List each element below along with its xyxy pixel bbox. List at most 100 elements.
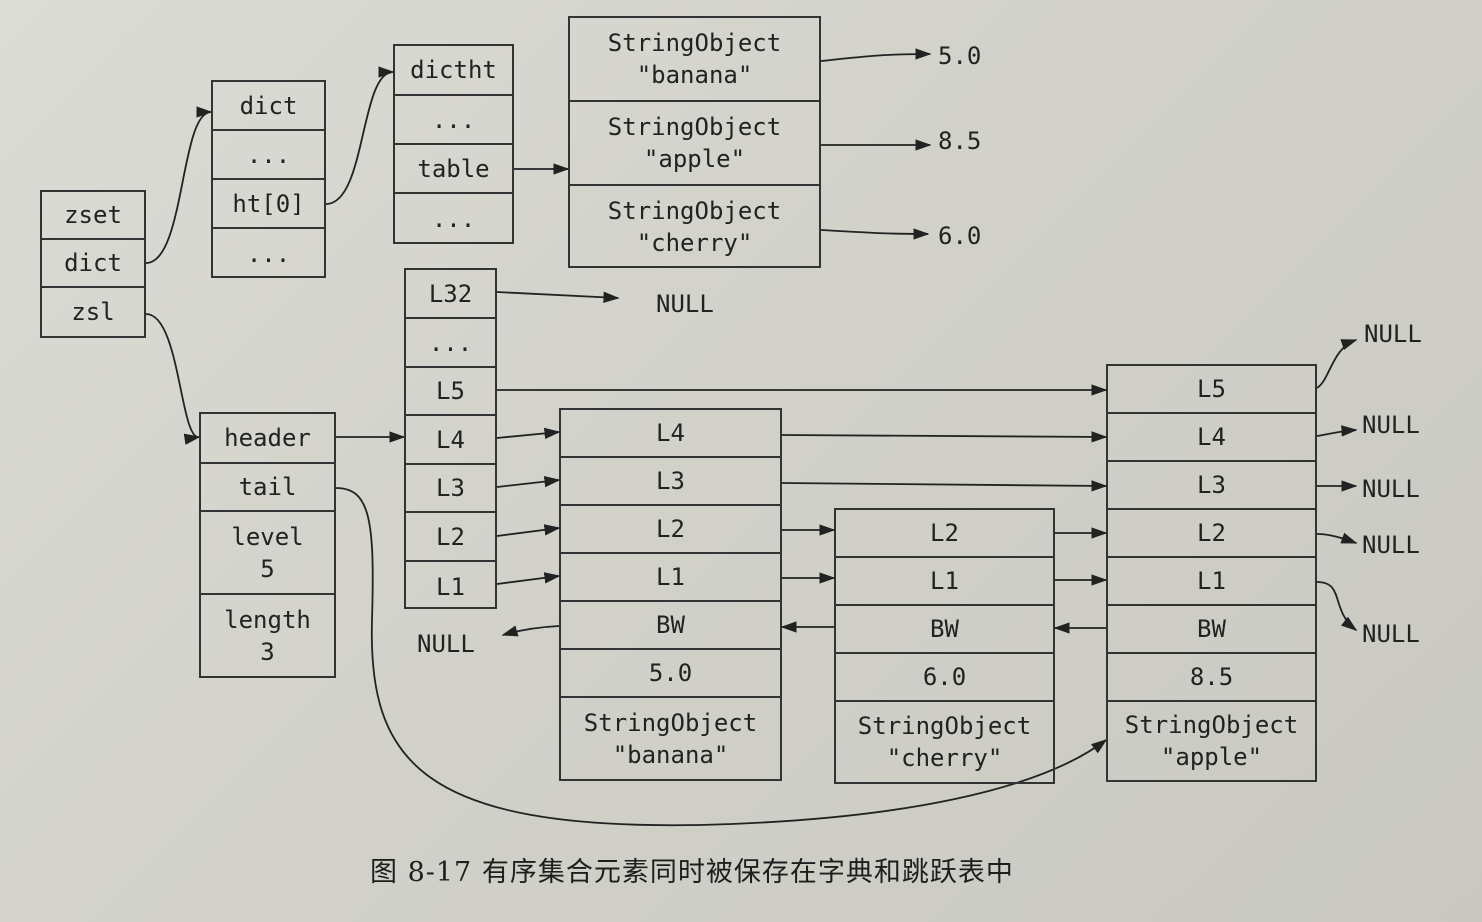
dict-ellipsis-top: ... — [213, 131, 324, 180]
node-level-L2: L2 — [1108, 510, 1315, 558]
arrow-apple-L2-null — [1316, 532, 1358, 544]
header-level-L32: L32 — [406, 270, 495, 319]
arrow-banana-value — [820, 48, 932, 62]
level-label: level — [231, 522, 304, 551]
arrow-apple-L1-null — [1316, 581, 1358, 631]
header-level-ellipsis: ... — [406, 319, 495, 368]
entry-apple: StringObject "apple" — [570, 102, 819, 186]
arrow-banana-bw-null — [501, 625, 560, 637]
header-node: L32 ... L5 L4 L3 L2 L1 — [404, 268, 497, 609]
node-level-L4: L4 — [1108, 414, 1315, 462]
arrow-header-L1 — [496, 572, 561, 585]
value-banana: 5.0 — [938, 42, 982, 70]
node-object: StringObject "apple" — [1108, 702, 1315, 780]
dict-struct: dict ... ht[0] ... — [211, 80, 326, 278]
node-level-L1: L1 — [836, 558, 1053, 606]
dictht-label: dictht — [395, 46, 512, 96]
entry-cherry: StringObject "cherry" — [570, 186, 819, 268]
arrow-banana-L4 — [781, 431, 1108, 443]
entry-key: "banana" — [636, 61, 753, 89]
entry-type: StringObject — [607, 113, 782, 141]
node-object-type: StringObject — [583, 708, 758, 737]
node-level-L1: L1 — [561, 554, 780, 602]
entry-key: "apple" — [643, 145, 746, 173]
dictht-struct: dictht ... table ... — [393, 44, 514, 244]
header-level-L2: L2 — [406, 513, 495, 562]
zsl-header-field: header — [201, 414, 334, 464]
zset-struct: zset dict zsl — [40, 190, 146, 338]
null-apple-L2: NULL — [1362, 531, 1420, 559]
node-object-value: "cherry" — [886, 744, 1003, 772]
arrow-zset-dict — [145, 106, 213, 264]
node-object-type: StringObject — [857, 712, 1032, 740]
entry-banana: StringObject "banana" — [570, 18, 819, 102]
header-level-L4: L4 — [406, 416, 495, 465]
arrow-tail-apple — [335, 487, 1108, 827]
dict-ellipsis-bottom: ... — [246, 239, 291, 268]
arrow-cherry-value — [820, 228, 930, 240]
node-cherry: L2 L1 BW 6.0 StringObject "cherry" — [834, 508, 1055, 784]
node-apple: L5 L4 L3 L2 L1 BW 8.5 StringObject "appl… — [1106, 364, 1317, 782]
null-apple-L4: NULL — [1362, 411, 1420, 439]
dict-ht0-field: ht[0] — [213, 180, 324, 229]
length-value: 3 — [260, 637, 275, 666]
node-object: StringObject "cherry" — [836, 702, 1053, 782]
arrow-zsl-header — [145, 313, 201, 445]
arrow-L32-null — [496, 291, 620, 303]
null-banana-backward: NULL — [417, 630, 475, 658]
arrow-ht0-dictht — [325, 66, 395, 205]
node-object-type: StringObject — [1124, 711, 1299, 739]
node-level-L2: L2 — [561, 506, 780, 554]
figure-caption: 图 8-17 有序集合元素同时被保存在字典和跳跃表中 — [370, 857, 1014, 888]
arrow-header-L2 — [496, 524, 561, 537]
header-level-L5: L5 — [406, 368, 495, 416]
node-backward: BW — [836, 606, 1053, 654]
node-score: 5.0 — [561, 650, 780, 698]
zsl-level-field: level 5 — [201, 512, 334, 595]
zset-zsl-field: zsl — [71, 298, 115, 326]
null-header-L32: NULL — [656, 290, 714, 318]
node-score: 6.0 — [836, 654, 1053, 702]
level-value: 5 — [260, 554, 275, 583]
arrow-header-L4 — [496, 427, 561, 440]
zset-label: zset — [42, 192, 144, 240]
zskiplist-struct: header tail level 5 length 3 — [199, 412, 336, 678]
arrow-header-L3 — [496, 476, 561, 488]
node-banana: L4 L3 L2 L1 BW 5.0 StringObject "banana" — [559, 408, 782, 781]
node-level-L1: L1 — [1108, 558, 1315, 606]
arrow-banana-L3 — [781, 480, 1108, 492]
node-object: StringObject "banana" — [561, 698, 780, 779]
dictht-ellipsis-top: ... — [395, 96, 512, 145]
value-apple: 8.5 — [938, 127, 982, 155]
value-cherry: 6.0 — [938, 222, 982, 250]
hash-entries: StringObject "banana" StringObject "appl… — [568, 16, 821, 268]
entry-key: "cherry" — [636, 229, 753, 257]
node-score: 8.5 — [1108, 654, 1315, 702]
null-apple-L3: NULL — [1362, 475, 1420, 503]
node-object-value: "apple" — [1160, 743, 1263, 771]
null-apple-L5: NULL — [1364, 320, 1422, 348]
node-object-value: "banana" — [612, 740, 729, 769]
arrow-apple-L5-null — [1316, 339, 1358, 389]
entry-type: StringObject — [607, 29, 782, 57]
node-level-L5: L5 — [1108, 366, 1315, 414]
header-level-L3: L3 — [406, 465, 495, 513]
zsl-length-field: length 3 — [201, 595, 334, 676]
node-backward: BW — [561, 602, 780, 650]
node-level-L3: L3 — [1108, 462, 1315, 510]
null-apple-L1: NULL — [1362, 620, 1420, 648]
zset-dict-field: dict — [42, 240, 144, 288]
length-label: length — [224, 605, 311, 634]
header-level-L1: L1 — [436, 572, 465, 601]
dictht-ellipsis-bottom: ... — [431, 204, 476, 233]
dict-label: dict — [213, 82, 324, 131]
node-level-L2: L2 — [836, 510, 1053, 558]
node-level-L3: L3 — [561, 458, 780, 506]
zsl-tail-field: tail — [201, 464, 334, 512]
entry-type: StringObject — [607, 197, 782, 225]
arrow-apple-L4-null — [1316, 425, 1358, 437]
node-level-L4: L4 — [561, 410, 780, 458]
dictht-table-field: table — [395, 145, 512, 194]
